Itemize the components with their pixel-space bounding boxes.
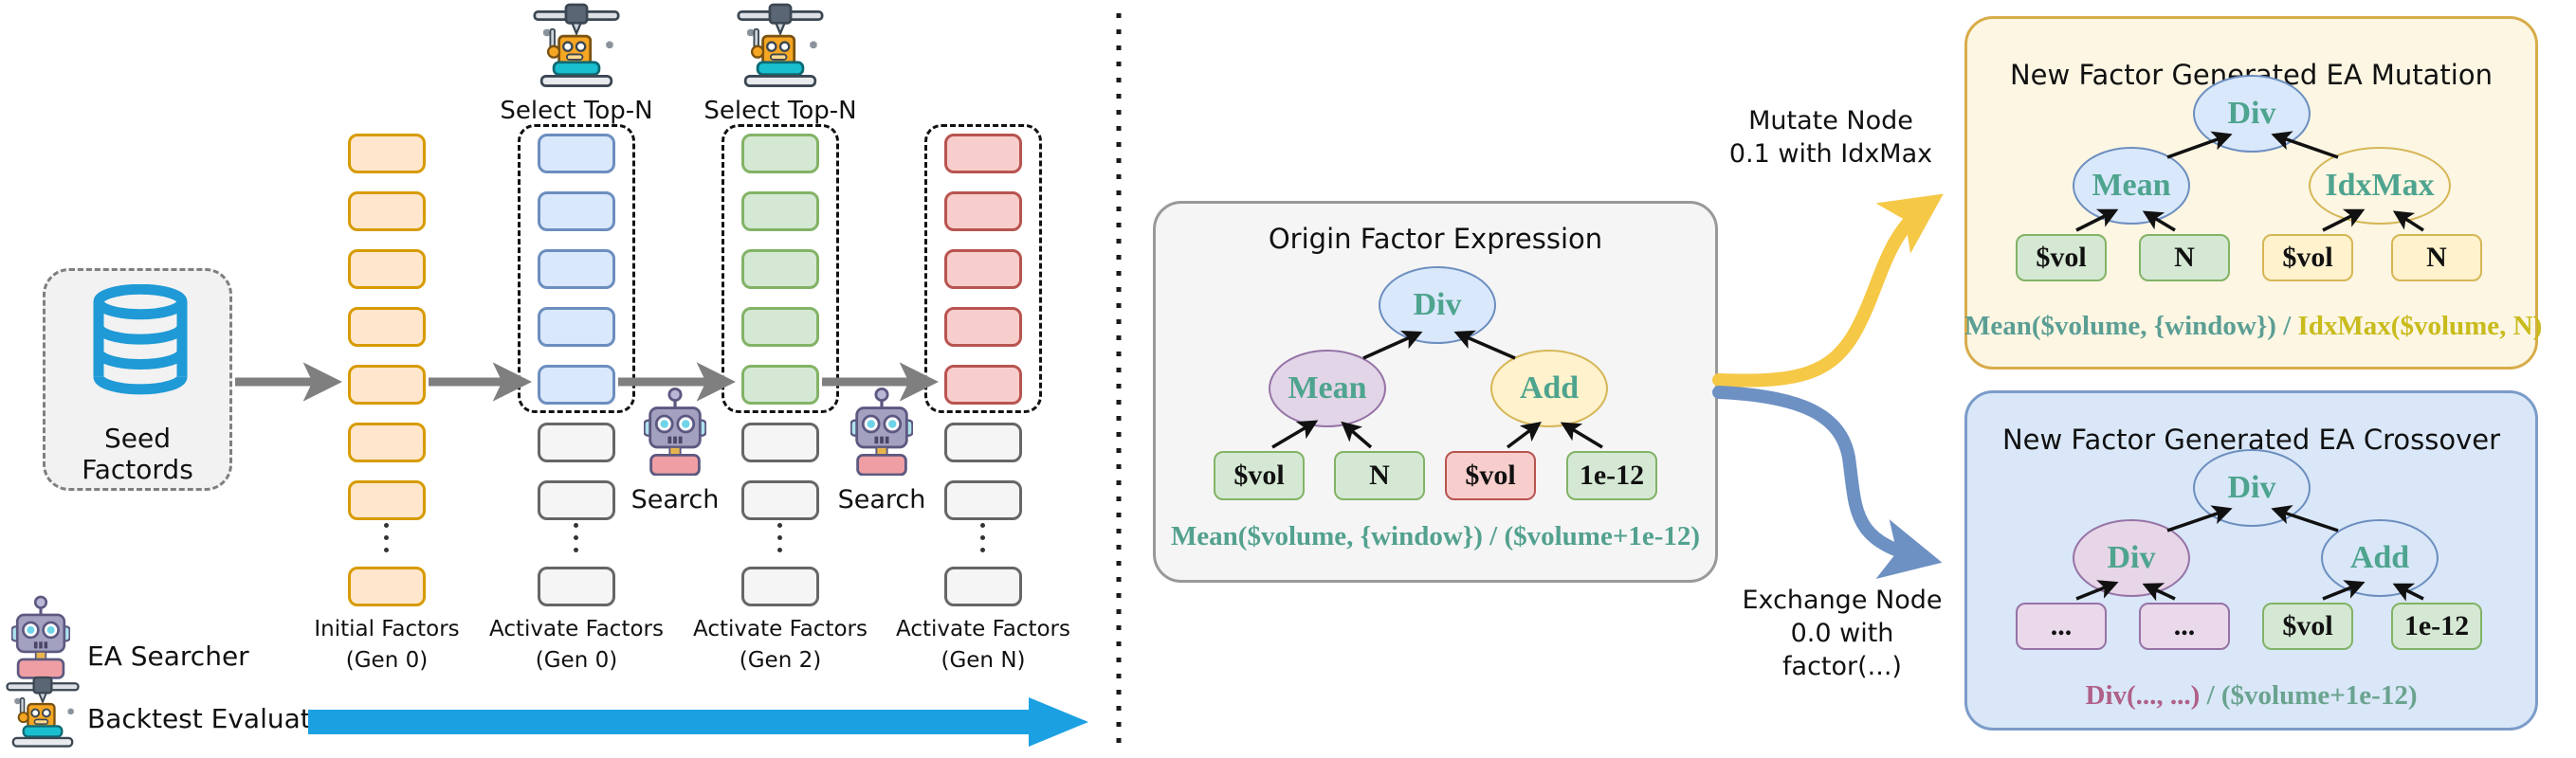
ea-searcher-legend-label: EA Searcher	[87, 641, 249, 672]
factor-box	[538, 307, 615, 347]
factor-box	[348, 249, 426, 289]
factor-box	[741, 567, 819, 606]
factor-box	[741, 249, 819, 289]
crossover-left-node: Div	[2073, 519, 2190, 597]
crossover-root-node: Div	[2193, 449, 2311, 527]
search-label-1: Search	[630, 485, 720, 514]
factor-box	[348, 365, 426, 405]
select-top-n-label-1: Select Top-N	[500, 97, 653, 125]
column-label-gen0: Activate Factors (Gen 0)	[489, 617, 664, 673]
backtest-evaluator-icon	[737, 2, 824, 95]
factor-box	[538, 191, 615, 231]
factor-box	[348, 423, 426, 462]
select-top-n-region	[722, 124, 839, 413]
ea-searcher-robot-icon	[11, 593, 70, 680]
mutation-right-node: IdxMax	[2309, 147, 2451, 225]
factor-box	[538, 134, 615, 173]
crossover-curve-arrow	[1712, 386, 1943, 579]
mutation-root-node: Div	[2193, 75, 2311, 153]
seed-factors-label: Seed Factords	[82, 423, 193, 485]
mutation-leaf: $vol	[2262, 234, 2353, 281]
exchange-node-label: Exchange Node 0.0 with factor(...)	[1742, 586, 1943, 681]
ea-searcher-robot-icon	[850, 387, 913, 476]
factor-box	[944, 480, 1022, 520]
origin-root-node: Div	[1379, 266, 1496, 344]
mutation-expression: Mean($volume, {window}) / IdxMax($volume…	[1964, 311, 2543, 341]
factor-box	[944, 307, 1022, 347]
factor-box	[538, 567, 615, 606]
factor-box	[348, 307, 426, 347]
factor-box	[741, 307, 819, 347]
select-top-n-region	[924, 124, 1042, 413]
factor-box	[944, 191, 1022, 231]
origin-leaf: N	[1334, 451, 1425, 500]
ellipsis-dots	[777, 523, 782, 552]
ellipsis-dots	[980, 523, 985, 552]
ea-searcher-robot-icon	[644, 387, 706, 476]
mutation-leaf: N	[2139, 234, 2230, 281]
factor-box	[741, 134, 819, 173]
factor-box	[741, 191, 819, 231]
factor-box	[348, 567, 426, 606]
select-top-n-region	[518, 124, 635, 413]
factor-box	[944, 567, 1022, 606]
column-label-initial: Initial Factors (Gen 0)	[314, 617, 460, 673]
factor-box	[348, 134, 426, 173]
origin-leaf: 1e-12	[1566, 451, 1657, 500]
mutation-left-node: Mean	[2073, 147, 2190, 225]
origin-left-node: Mean	[1269, 350, 1386, 427]
database-icon	[88, 284, 192, 403]
crossover-leaf: ...	[2016, 603, 2107, 650]
factor-box	[741, 365, 819, 405]
factor-box	[741, 480, 819, 520]
column-label-genN: Activate Factors (Gen N)	[896, 617, 1070, 673]
backtest-evaluator-icon	[6, 675, 80, 754]
factor-box	[538, 423, 615, 462]
factor-box	[944, 249, 1022, 289]
seed-factors-box: Seed Factords	[43, 268, 232, 491]
ea-crossover-box: New Factor Generated EA Crossover	[1964, 390, 2538, 731]
crossover-expression: Div(..., ...) / ($volume+1e-12)	[2085, 680, 2418, 711]
timeline-arrow	[308, 697, 1088, 747]
origin-right-node: Add	[1490, 350, 1608, 427]
factor-box	[944, 365, 1022, 405]
mutation-leaf: $vol	[2016, 234, 2107, 281]
origin-leaf: $vol	[1445, 451, 1536, 500]
factor-box	[538, 249, 615, 289]
mutation-leaf: N	[2391, 234, 2482, 281]
origin-expression: Mean($volume, {window}) / ($volume+1e-12…	[1170, 521, 1701, 551]
backtest-evaluator-legend-label: Backtest Evaluator	[87, 703, 338, 734]
factor-box	[348, 191, 426, 231]
crossover-right-node: Add	[2321, 519, 2439, 597]
factor-box	[944, 134, 1022, 173]
factor-box	[348, 480, 426, 520]
factor-box	[741, 423, 819, 462]
crossover-leaf: 1e-12	[2391, 603, 2482, 650]
factor-box	[538, 480, 615, 520]
backtest-evaluator-icon	[533, 2, 620, 95]
select-top-n-label-2: Select Top-N	[703, 97, 857, 125]
origin-factor-expression-box: Origin Factor Expression	[1153, 201, 1718, 583]
search-label-2: Search	[837, 485, 926, 514]
origin-box-title: Origin Factor Expression	[1268, 223, 1603, 255]
column-label-gen2: Activate Factors (Gen 2)	[693, 617, 868, 673]
crossover-leaf: ...	[2139, 603, 2230, 650]
crossover-leaf: $vol	[2262, 603, 2353, 650]
ellipsis-dots	[574, 523, 578, 552]
factor-box	[538, 365, 615, 405]
origin-leaf: $vol	[1214, 451, 1305, 500]
mutate-node-label: Mutate Node 0.1 with IdxMax	[1728, 106, 1933, 169]
factor-box	[944, 423, 1022, 462]
ellipsis-dots	[384, 523, 389, 552]
mutation-curve-arrow	[1712, 193, 1944, 388]
